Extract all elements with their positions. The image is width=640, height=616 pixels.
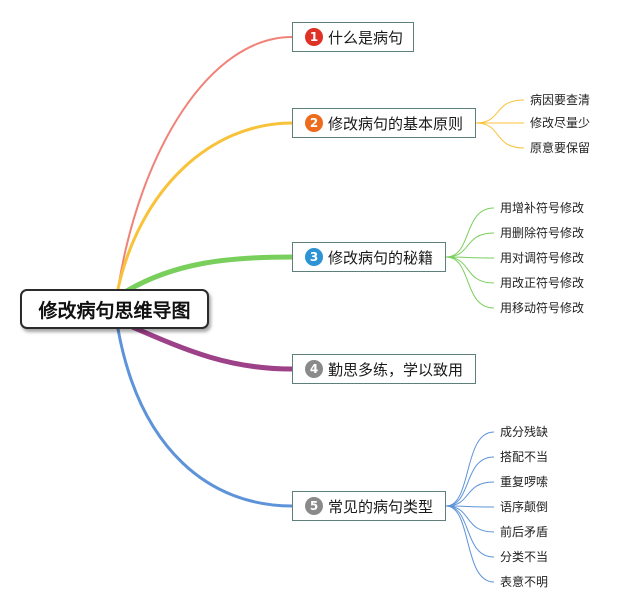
topic-practice[interactable]: 4 勤思多练，学以致用	[292, 354, 476, 384]
topic-label: 常见的病句类型	[328, 497, 434, 516]
subtopic-item[interactable]: 用对调符号修改	[500, 251, 585, 265]
number-badge-5: 5	[305, 497, 323, 515]
subtopic-item[interactable]: 前后矛盾	[500, 525, 549, 539]
subtopic-connector	[445, 505, 495, 558]
subtopic-item[interactable]: 病因要查清	[530, 93, 591, 107]
topic-label: 修改病句的基本原则	[328, 114, 464, 133]
topic-secrets[interactable]: 3 修改病句的秘籍	[292, 242, 446, 272]
subtopic-connector	[445, 505, 495, 533]
topic-label: 什么是病句	[328, 28, 404, 47]
subtopic-item[interactable]: 用移动符号修改	[500, 301, 585, 315]
number-badge-4: 4	[305, 360, 323, 378]
topic-what-is-ill-sentence[interactable]: 1 什么是病句	[292, 22, 414, 52]
subtopic-item[interactable]: 用改正符号修改	[500, 276, 585, 290]
number-badge-1: 1	[305, 28, 323, 46]
number-badge-2: 2	[305, 114, 323, 132]
subtopic-item[interactable]: 表意不明	[500, 575, 549, 589]
branch-connector	[117, 36, 293, 290]
subtopic-item[interactable]: 分类不当	[500, 550, 549, 564]
subtopic-item[interactable]: 修改尽量少	[530, 116, 591, 130]
topic-label: 修改病句的秘籍	[328, 248, 434, 267]
subtopic-connector	[445, 505, 495, 583]
subtopic-connector	[445, 207, 495, 258]
subtopic-connector	[445, 505, 495, 508]
root-topic-label: 修改病句思维导图	[38, 299, 191, 322]
subtopic-connector	[445, 456, 495, 507]
subtopic-item[interactable]: 用删除符号修改	[500, 226, 585, 240]
subtopic-connector	[445, 481, 495, 507]
subtopic-connector	[475, 99, 525, 124]
subtopic-item[interactable]: 原意要保留	[530, 141, 591, 155]
topic-label: 勤思多练，学以致用	[328, 360, 464, 379]
branch-connector	[122, 254, 295, 295]
subtopic-connector	[475, 122, 525, 149]
subtopic-item[interactable]: 搭配不当	[500, 450, 549, 464]
subtopic-item[interactable]: 用增补符号修改	[500, 201, 585, 215]
topic-basic-principles[interactable]: 2 修改病句的基本原则	[292, 108, 476, 138]
number-badge-3: 3	[305, 248, 323, 266]
subtopic-item[interactable]: 成分残缺	[500, 425, 549, 439]
subtopic-connector	[445, 256, 495, 309]
subtopic-connector	[445, 256, 495, 259]
subtopic-item[interactable]: 语序颠倒	[500, 500, 549, 514]
subtopic-connector	[445, 232, 495, 258]
branch-connector	[127, 323, 295, 372]
subtopic-connector	[445, 256, 495, 284]
branch-connector	[116, 327, 294, 508]
root-topic[interactable]: 修改病句思维导图	[20, 289, 209, 329]
subtopic-item[interactable]: 重复啰嗦	[500, 475, 549, 489]
branch-connector	[116, 121, 294, 291]
subtopic-connector	[445, 431, 495, 507]
topic-common-types[interactable]: 5 常见的病句类型	[292, 491, 446, 521]
